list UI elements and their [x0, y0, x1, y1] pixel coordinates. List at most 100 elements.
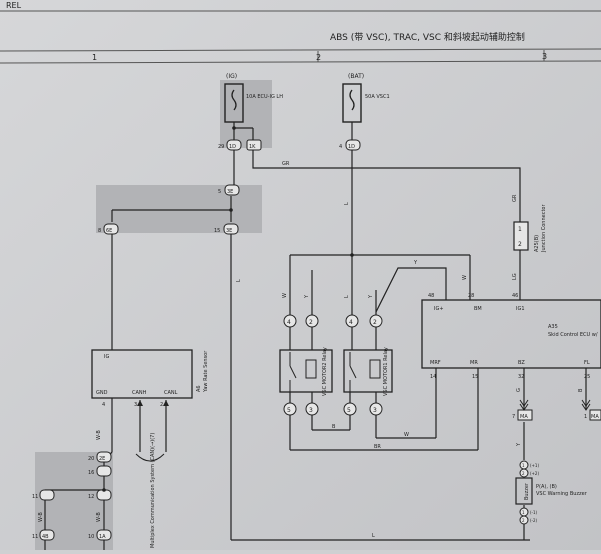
yaw-pin-canl: CANL: [164, 390, 178, 396]
pin-id: 3E: [226, 228, 232, 234]
pin-num: 11: [32, 494, 38, 500]
ecu-pin-num: 15: [472, 374, 478, 380]
wire-color: W-B: [38, 512, 44, 522]
wire-color: W-B: [96, 512, 102, 522]
skid-control-ecu: [421, 299, 601, 369]
wire-color: B: [578, 388, 584, 392]
pin-num: 29: [218, 144, 224, 150]
pin-num: 15: [214, 228, 220, 234]
ma-connector-left: [517, 409, 533, 421]
wire-color: W: [282, 293, 288, 298]
pin-id: 1D: [348, 144, 355, 150]
buzzer-pin: 1: [522, 510, 525, 515]
ecu-pin-num: 28: [468, 293, 474, 299]
pin-num: 4: [339, 144, 342, 150]
pin-num: 8: [98, 228, 101, 234]
relay-pin: 4: [287, 319, 291, 326]
yaw-id: A6: [196, 385, 202, 392]
buzzer-tag: (+1): [530, 463, 539, 468]
wire-color: W-B: [96, 430, 102, 440]
buzzer-tag: (-1): [530, 510, 538, 515]
yaw-num: 4: [102, 402, 105, 408]
buzzer-tag: (-2): [530, 518, 538, 523]
ma-pin-left: 7: [512, 414, 515, 420]
column-2: 2: [316, 53, 321, 62]
ma-id-right: MA: [591, 414, 599, 420]
pin-id: 1A: [99, 534, 106, 540]
buzzer-pin: 1: [522, 463, 525, 468]
relay-pin: 5: [347, 407, 351, 414]
column-3: 3: [542, 52, 547, 61]
ecu-pin-num: 46: [512, 293, 518, 299]
wire-color: GR: [512, 194, 518, 202]
chevron-down-icon: [519, 399, 529, 411]
ecu-pin-label: MR: [470, 360, 478, 366]
relay-pins: 4 2 5 3 4 2 5 3: [283, 314, 383, 416]
relay-pin: 3: [309, 407, 313, 414]
wire-color: Y: [413, 260, 418, 266]
yaw-name: Yaw Rate Sensor: [203, 350, 209, 393]
relay-pin: 3: [373, 407, 377, 414]
pin-num: 10: [88, 534, 94, 540]
can-brace-icon: [135, 453, 165, 462]
page-title: ABS (带 VSC), TRAC, VSC 和斜坡起动辅助控制: [330, 31, 525, 43]
ma-connector-right: [589, 409, 601, 421]
ecu-pin-label: BZ: [518, 360, 525, 366]
fuse-ig-text: 10A ECU-IG LH: [246, 94, 283, 100]
wire-color: G: [516, 388, 522, 392]
pin-id: 1D: [229, 144, 236, 150]
ecu-pin-label: IG+: [434, 306, 444, 312]
fuse-ig-icon: [231, 89, 237, 111]
ecu-pin-label: FL: [584, 360, 590, 366]
ecu-pin-num: 25: [584, 374, 590, 380]
connector-pin: 1: [518, 226, 522, 233]
ecu-pin-num: 48: [428, 293, 434, 299]
motor1-relay-label: VSC MOTOR1 Relay: [383, 347, 389, 396]
pin-id: 6E: [106, 228, 112, 234]
fuse-bat-label: (BAT): [348, 73, 364, 80]
ecu-name: Skid Control ECU w/: [548, 332, 598, 338]
pin-id: 3E: [227, 189, 233, 195]
column-rule: [0, 60, 601, 64]
vsc-warning-buzzer: [515, 477, 533, 505]
yaw-pin-canh: CANH: [132, 390, 147, 396]
vsc-motor2-relay: [279, 349, 333, 393]
pin-num: 11: [32, 534, 38, 540]
motor2-relay-label: VSC MOTOR2 Relay: [322, 347, 328, 396]
ecu-id: A35: [548, 324, 558, 330]
ma-pin-right: 1: [584, 414, 587, 420]
relay-pin: 4: [349, 319, 353, 326]
ecu-pin-num: 32: [518, 374, 524, 380]
ma-id-left: MA: [520, 414, 528, 420]
buzzer-pin: 2: [522, 518, 525, 523]
yaw-num: 3: [134, 402, 137, 408]
column-1: 1: [92, 53, 97, 62]
wire-color: Y: [368, 294, 374, 299]
yaw-pin-ig: IG: [104, 354, 109, 360]
wire-color: L: [344, 202, 350, 205]
wire-color: B: [332, 424, 336, 430]
pin-id: 1K: [249, 144, 256, 150]
relay-pin: 2: [373, 319, 377, 326]
ecu-pin-label: BM: [474, 306, 482, 312]
yaw-num: 2: [160, 402, 163, 408]
chevron-down-icon: [581, 399, 591, 411]
fuse-bat-text: 50A VSC1: [365, 94, 390, 100]
relay-pin: 2: [309, 319, 313, 326]
wire-color: Y: [516, 442, 522, 447]
relay-pin: 5: [287, 407, 291, 414]
buzzer-tag: (+2): [530, 471, 539, 476]
pin-num: 12: [88, 494, 94, 500]
relay-internals: [289, 352, 381, 392]
buzzer-pin: 2: [522, 471, 525, 476]
connector-name: Junction Connector: [541, 204, 547, 253]
pin-num: 20: [88, 456, 94, 462]
fuse-block-shade: [220, 80, 272, 148]
junction-dots: [102, 126, 354, 492]
buzzer-id: P(A), (B): [536, 484, 557, 490]
wire-color: BR: [374, 444, 381, 450]
wire-color: L: [372, 533, 375, 539]
fuse-ig-label: (IG): [226, 73, 237, 80]
wire-color: LG: [512, 273, 518, 280]
